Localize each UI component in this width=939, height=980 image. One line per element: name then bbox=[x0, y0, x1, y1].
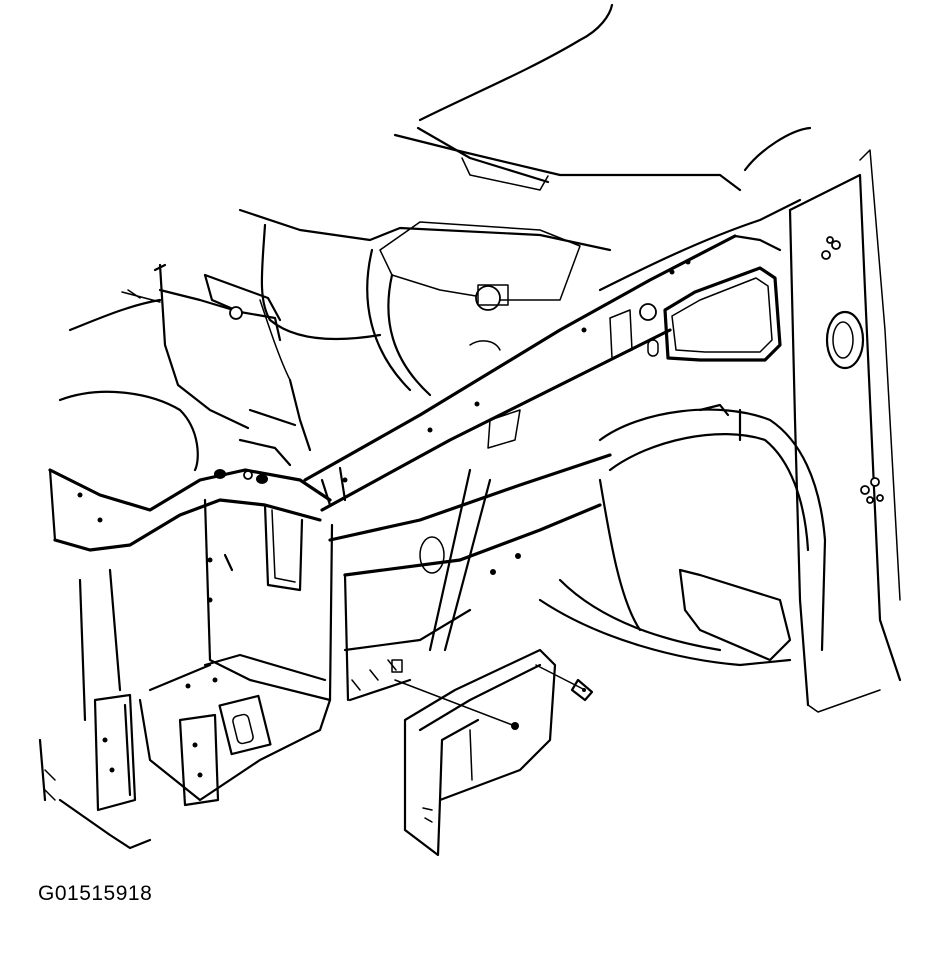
front-mount-plates bbox=[38, 693, 220, 850]
upper-frame-rail bbox=[303, 234, 782, 512]
shock-tower bbox=[598, 198, 802, 362]
figure-id-label: G01515918 bbox=[38, 882, 153, 905]
radiator-support-bracket bbox=[68, 263, 282, 430]
frame-gusset-part bbox=[403, 648, 557, 857]
bolt-fastener bbox=[394, 664, 594, 727]
cowl-panel bbox=[238, 208, 612, 397]
wheel-house bbox=[538, 403, 827, 667]
hinge-pillar-panel bbox=[788, 149, 902, 713]
frame-horn-box bbox=[78, 498, 334, 802]
lower-frame-rail bbox=[328, 453, 612, 702]
hood-edge-lines bbox=[393, 3, 812, 192]
front-crossmember bbox=[48, 390, 332, 552]
misc-structure-lines bbox=[153, 263, 312, 452]
